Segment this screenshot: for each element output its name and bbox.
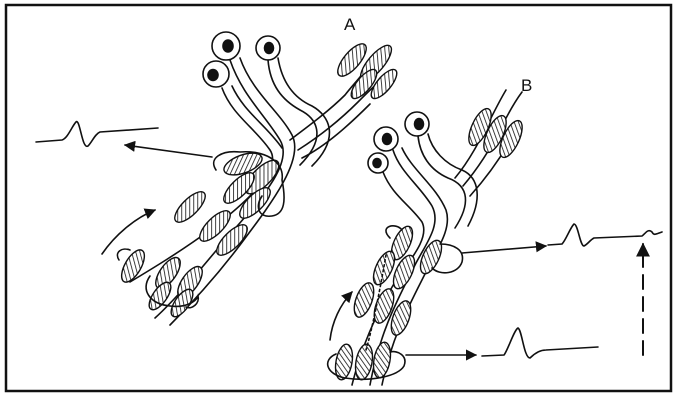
neuron-nucleus (208, 70, 218, 81)
neuron-nucleus (383, 134, 392, 145)
axon-line (232, 86, 282, 148)
axon-line (418, 136, 465, 228)
myelin-segment (350, 280, 377, 319)
neuron-nucleus (373, 159, 381, 168)
neuron-nucleus (415, 119, 424, 130)
panel-a-label: A (344, 15, 356, 34)
panel-a-group (36, 32, 401, 325)
signal-arrow (462, 246, 546, 253)
panel-b-lower-ap-trace (482, 328, 598, 358)
panel-b-group (328, 90, 662, 385)
myelin-segment (170, 187, 210, 227)
neuron-nucleus (265, 43, 274, 54)
panel-a-ap-trace (36, 122, 158, 147)
figure-frame (6, 5, 671, 391)
curved-direction-arrow (102, 210, 155, 254)
panel-b-neuron-cell-bodies (368, 112, 429, 173)
neuron-nucleus (223, 40, 233, 52)
myelin-segment (371, 341, 393, 379)
panel-a-myelin-segments (117, 40, 401, 321)
panel-b-upper-ap-trace (548, 224, 662, 246)
signal-arrow (125, 145, 212, 157)
panel-b-myelin-segments (333, 105, 527, 381)
curved-direction-arrow (330, 292, 352, 340)
